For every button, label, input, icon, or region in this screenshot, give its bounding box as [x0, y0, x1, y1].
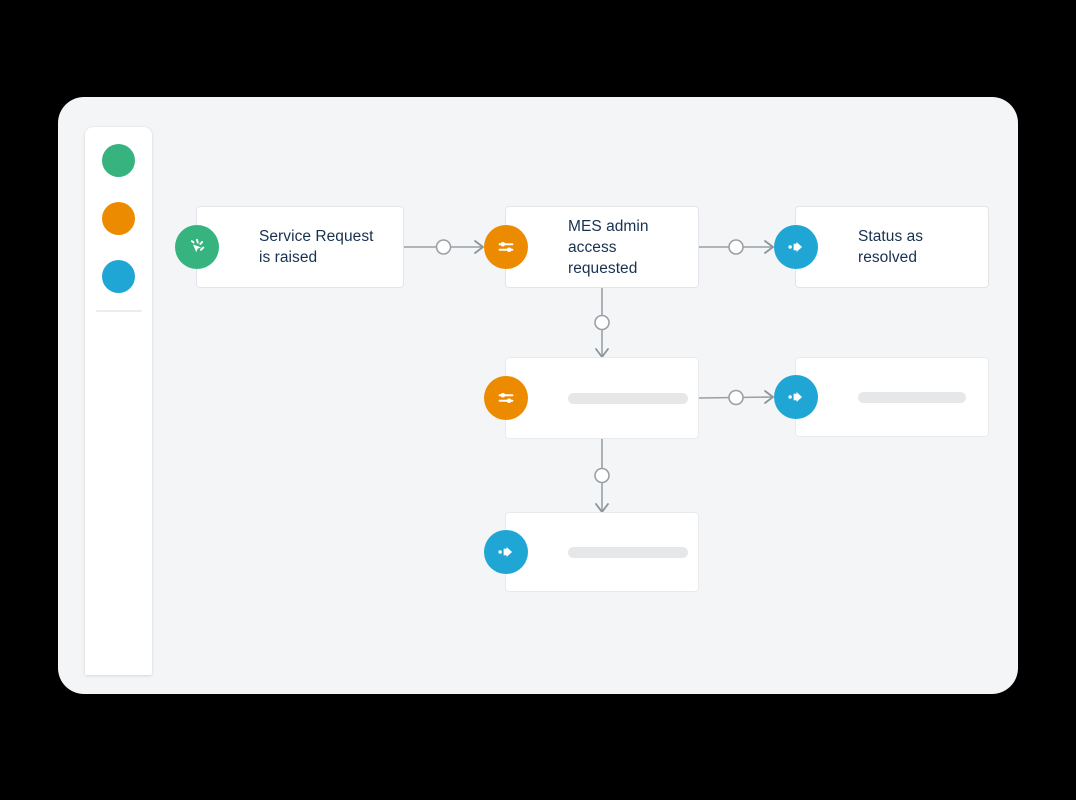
connector-midpoint-handle[interactable] [435, 239, 452, 255]
node-label-placeholder [858, 391, 966, 403]
palette-swatch-trigger[interactable] [102, 144, 135, 177]
node-label: Status as resolved [858, 228, 924, 266]
node-label-placeholder [568, 546, 688, 558]
node-mes-admin-access-requested[interactable]: MES admin access requested [484, 206, 699, 288]
node-type-palette[interactable] [85, 127, 152, 675]
connector-midpoint-handle[interactable] [594, 467, 610, 484]
cursor-sparkle-icon[interactable] [175, 225, 219, 269]
connector-midpoint-handle[interactable] [728, 389, 744, 406]
arrow-right-dot-icon[interactable] [774, 225, 818, 269]
connector-n4-to-n6[interactable] [590, 427, 614, 524]
node-action-placeholder-bottom[interactable] [484, 512, 699, 592]
palette-swatch-action[interactable] [102, 260, 135, 293]
node-label: Service Request is raised [259, 228, 374, 266]
arrow-right-dot-icon[interactable] [484, 530, 528, 574]
palette-swatch-condition[interactable] [102, 202, 135, 235]
node-condition-placeholder[interactable] [484, 357, 699, 439]
node-service-request-raised[interactable]: Service Request is raised [175, 206, 404, 288]
connector-midpoint-handle[interactable] [728, 239, 744, 255]
connector-n4-to-n5[interactable] [687, 385, 785, 410]
palette-divider [96, 310, 142, 312]
connector-arrowhead [764, 240, 774, 254]
node-label-placeholder [568, 392, 688, 404]
node-status-as-resolved[interactable]: Status as resolved [774, 206, 989, 288]
sliders-filter-icon[interactable] [484, 225, 528, 269]
sliders-filter-icon[interactable] [484, 376, 528, 420]
node-label: MES admin access requested [568, 217, 649, 277]
connector-n2-to-n3[interactable] [687, 235, 785, 259]
connector-arrowhead [764, 390, 774, 404]
connector-n1-to-n2[interactable] [392, 235, 495, 259]
connector-n2-to-n4[interactable] [590, 276, 614, 369]
connector-arrowhead [474, 240, 484, 254]
connector-midpoint-handle[interactable] [594, 314, 610, 331]
node-action-placeholder-right[interactable] [774, 357, 989, 437]
arrow-right-dot-icon[interactable] [774, 375, 818, 419]
